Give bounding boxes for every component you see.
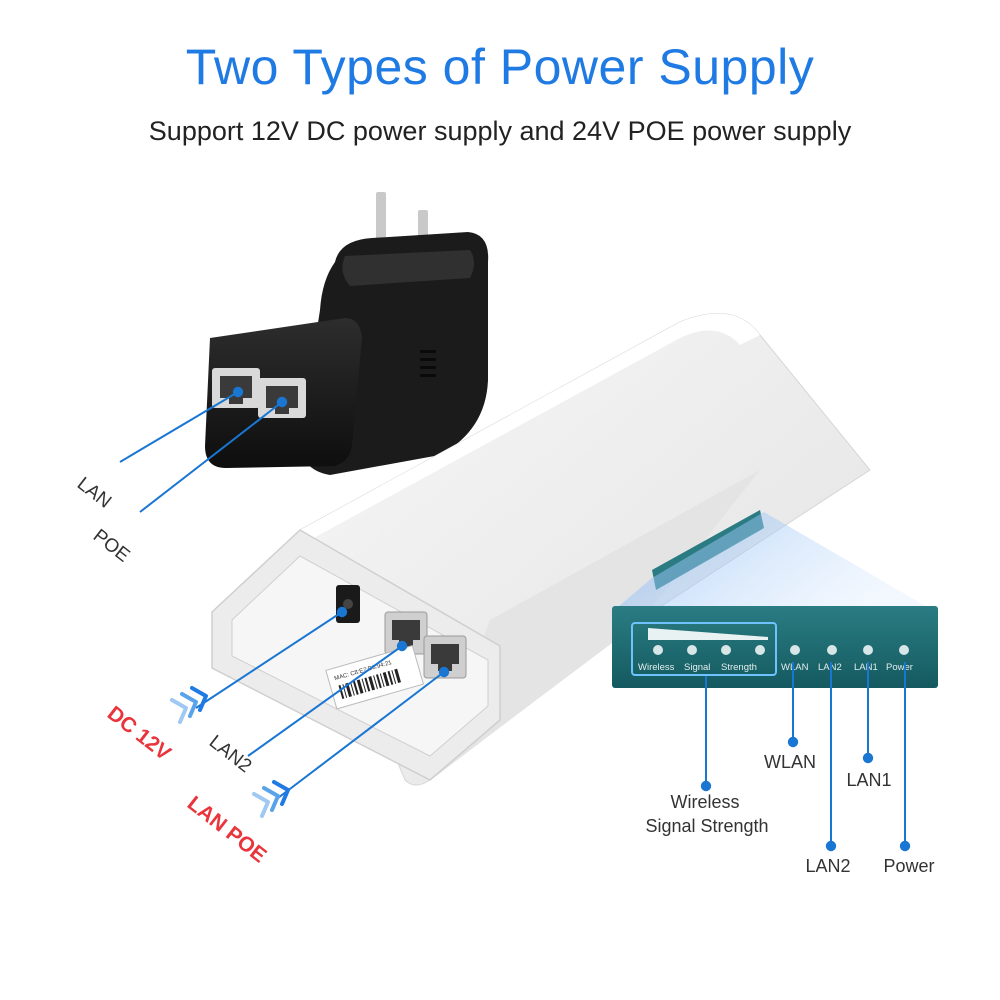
- panel-text-lan2: LAN2: [818, 662, 842, 673]
- panel-text-strength: Strength: [721, 662, 757, 673]
- led-dot: [721, 645, 731, 655]
- led-dot: [790, 645, 800, 655]
- dc12v-label: DC 12V: [103, 702, 175, 765]
- lan1-label: LAN1: [846, 770, 891, 790]
- device-lanpoe-port: [423, 635, 467, 679]
- lanpoe-callout-line: [277, 666, 450, 799]
- led-dot: [827, 645, 837, 655]
- led-dot: [863, 645, 873, 655]
- lanpoe-label: LAN POE: [183, 792, 271, 868]
- dc-callout-line: [195, 606, 348, 709]
- zoom-beam: [612, 512, 936, 612]
- signal-strength-frame: [631, 622, 777, 676]
- led-dot: [899, 645, 909, 655]
- led-panel: Wireless Signal Strength WLAN LAN2 LAN1 …: [612, 606, 938, 688]
- power-label: Power: [883, 856, 934, 876]
- lan2-port-callout-line: [247, 640, 408, 757]
- adapter-poe-port: [258, 378, 306, 418]
- signal-label-line1: Wireless: [670, 792, 739, 812]
- panel-text-wlan: WLAN: [781, 662, 809, 673]
- poe-callout-line: [139, 396, 288, 513]
- lan-callout-line: [119, 386, 244, 463]
- led-dot: [687, 645, 697, 655]
- signal-wedge: [648, 628, 768, 640]
- dc-arrow-icon: [170, 686, 208, 724]
- page-subtitle: Support 12V DC power supply and 24V POE …: [148, 116, 852, 146]
- adapter-poe-label: POE: [89, 525, 134, 566]
- lanpoe-arrow-icon: [252, 780, 290, 818]
- lan2-port-label: LAN2: [205, 731, 255, 777]
- panel-text-lan1: LAN1: [854, 662, 878, 673]
- wlan-label: WLAN: [764, 752, 816, 772]
- led-dot: [653, 645, 663, 655]
- poe-adapter: [205, 192, 489, 475]
- dc-jack: [336, 585, 360, 623]
- panel-text-wireless: Wireless: [638, 662, 675, 673]
- panel-text-power: Power: [886, 662, 913, 673]
- adapter-lan-label: LAN: [73, 473, 115, 512]
- led-dot: [755, 645, 765, 655]
- lan2-label: LAN2: [805, 856, 850, 876]
- signal-label-line2: Signal Strength: [645, 816, 768, 836]
- page-title: Two Types of Power Supply: [185, 39, 815, 95]
- mac-sticker: MAC: C8:E7:D8:94:21: [325, 644, 425, 710]
- panel-text-signal: Signal: [684, 662, 710, 673]
